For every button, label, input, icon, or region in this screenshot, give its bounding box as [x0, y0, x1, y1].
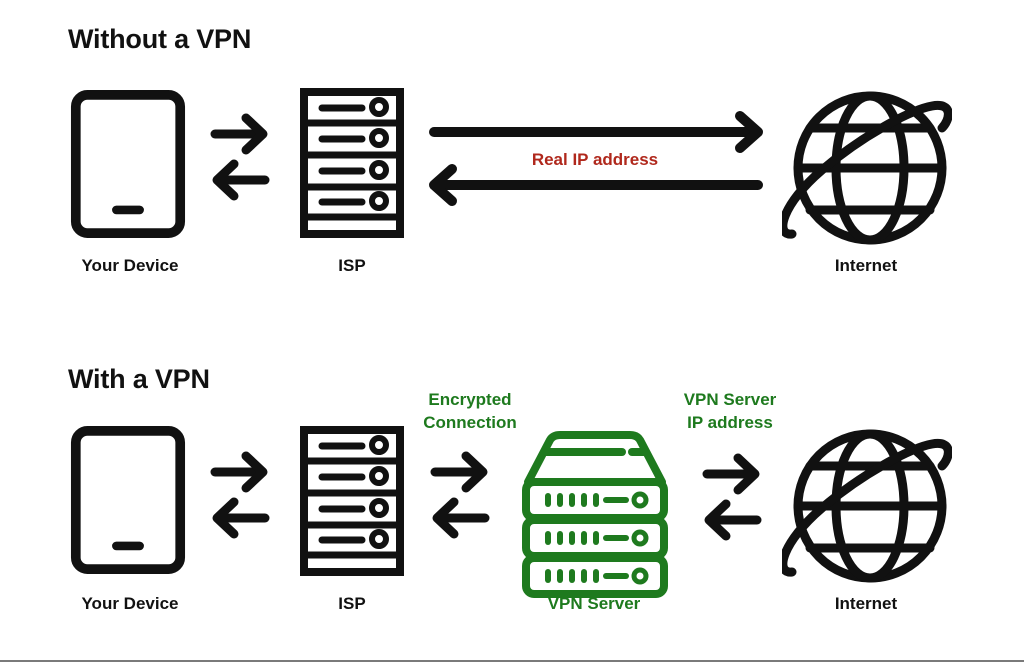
section-title-without-vpn: Without a VPN	[68, 24, 252, 54]
node-label-internet: Internet	[834, 256, 898, 275]
node-label-your-device: Your Device	[81, 256, 179, 275]
section-title-with-vpn: With a VPN	[68, 364, 210, 394]
link-label-real-ip: Real IP address	[531, 150, 659, 169]
node-label-vpn-server: VPN Server	[547, 594, 641, 613]
globe-icon	[782, 86, 952, 246]
link-label-line: Connection	[423, 413, 517, 432]
tablet-icon	[70, 88, 186, 240]
bidirectional-arrows-icon	[210, 112, 270, 202]
bottom-divider	[0, 660, 1024, 662]
server-rack-icon	[300, 426, 404, 576]
node-label-isp: ISP	[338, 594, 366, 613]
link-label-vpn-server-ip: VPN Server IP address	[660, 388, 800, 434]
node-label-isp: ISP	[338, 256, 366, 275]
tablet-icon	[70, 424, 186, 576]
bidirectional-arrows-icon	[210, 450, 270, 540]
node-label-internet: Internet	[834, 594, 898, 613]
link-label-encrypted-connection: Encrypted Connection	[400, 388, 540, 434]
server-rack-icon	[300, 88, 404, 238]
bidirectional-arrows-icon	[430, 450, 490, 540]
link-label-line: IP address	[687, 413, 773, 432]
bidirectional-arrows-icon	[702, 452, 762, 542]
link-label-line: Encrypted	[428, 390, 512, 409]
long-bidirectional-arrows-icon	[429, 111, 763, 206]
node-label-your-device: Your Device	[81, 594, 179, 613]
vpn-server-icon	[520, 430, 670, 598]
globe-icon	[782, 424, 952, 584]
link-label-line: VPN Server	[683, 390, 777, 409]
